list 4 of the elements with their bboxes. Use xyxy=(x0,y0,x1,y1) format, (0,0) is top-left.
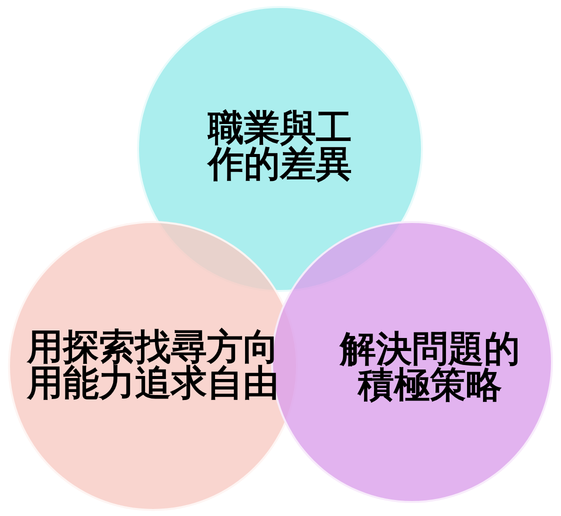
circle-label: 職業與工作的差異 xyxy=(206,111,353,183)
circle-label: 用探索找尋方向 xyxy=(27,330,279,366)
circle-label: 用能力追求自由 xyxy=(27,366,279,402)
circle-label: 解決問題的積極策略 xyxy=(338,332,521,404)
